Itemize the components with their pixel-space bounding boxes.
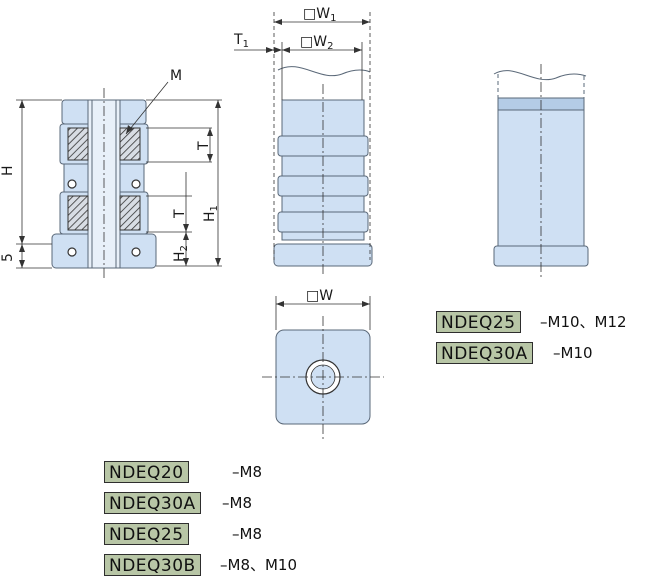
model-suffix-bottom-4: –M8、M10: [220, 556, 298, 574]
model-tag-bottom-3: NDEQ25: [104, 523, 189, 545]
section-holes: [67, 179, 141, 257]
model-tag-right-1: NDEQ25: [436, 311, 521, 333]
label-w: □W: [306, 288, 333, 304]
label-t-lower: T: [172, 209, 188, 219]
hatch-upper-left: [67, 127, 89, 161]
hatch-lower-right: [119, 195, 141, 231]
model-suffix-right-1: –M10、M12: [540, 313, 627, 331]
front-arrows: [266, 19, 370, 53]
side-break-line: [493, 70, 587, 81]
top-arrows: [276, 301, 370, 307]
model-tag-right-2: NDEQ30A: [436, 342, 533, 364]
top-dimensions: [262, 296, 384, 440]
model-suffix-right-2: –M10: [553, 344, 593, 362]
label-t-upper: T: [196, 141, 212, 151]
model-tag-bottom-4: NDEQ30B: [104, 554, 201, 576]
hatch-upper-right: [119, 127, 141, 161]
label-h: H: [0, 165, 16, 176]
label-m: M: [170, 68, 182, 84]
model-suffix-bottom-3: –M8: [232, 525, 262, 543]
label-w1: □W1: [303, 6, 336, 24]
hatched-nuts: [67, 127, 141, 231]
section-dimensions: [16, 81, 222, 269]
section-arrows: [19, 100, 221, 268]
label-h2: H2: [172, 245, 190, 262]
model-tag-bottom-1: NDEQ20: [104, 461, 189, 483]
front-dimensions: [234, 12, 371, 260]
front-break-line: [277, 66, 371, 77]
model-tag-bottom-2: NDEQ30A: [104, 492, 201, 514]
label-five: 5: [0, 253, 16, 262]
model-suffix-bottom-1: –M8: [232, 463, 262, 481]
label-w2: □W2: [300, 34, 333, 52]
label-t1: T1: [233, 32, 249, 50]
hatch-lower-left: [67, 195, 89, 231]
model-suffix-bottom-2: –M8: [222, 494, 252, 512]
label-h1: H1: [202, 205, 220, 222]
